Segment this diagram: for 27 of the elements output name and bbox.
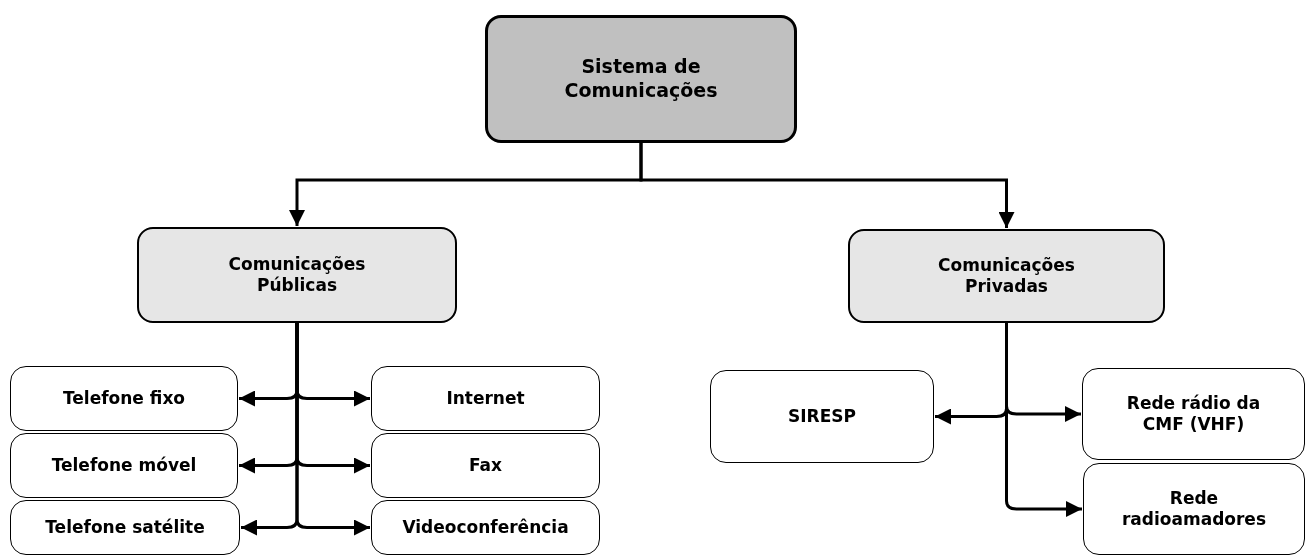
- box-label: Telefone móvel: [51, 454, 197, 477]
- process-box: [137, 227, 457, 323]
- box-label: Rede rádio da CMF (VHF): [1125, 392, 1262, 436]
- arrow: [295, 323, 370, 536]
- box-label: Comunicações Públicas: [227, 253, 367, 297]
- box-label: Fax: [468, 454, 503, 477]
- arrow: [1005, 323, 1082, 517]
- box-label: Comunicações Privadas: [937, 254, 1076, 298]
- process-box: [848, 229, 1165, 323]
- box-label: Internet: [446, 387, 525, 410]
- process-box: [485, 15, 797, 143]
- box-label: Sistema de Comunicações: [563, 55, 719, 103]
- box-label: Telefone fixo: [62, 387, 186, 410]
- box-label: Rede radioamadores: [1120, 487, 1268, 531]
- process-box: [1082, 368, 1305, 460]
- box-label: Videoconferência: [402, 516, 569, 539]
- box-label: Telefone satélite: [45, 516, 205, 539]
- process-box: [371, 433, 600, 498]
- process-box: [710, 370, 934, 463]
- process-box: [371, 500, 600, 555]
- process-box: [371, 366, 600, 431]
- process-box: [10, 366, 238, 431]
- process-box: [1083, 463, 1305, 555]
- process-box: [10, 500, 240, 555]
- arrow: [639, 143, 1015, 228]
- process-box: [10, 433, 238, 498]
- box-label: SIRESP: [788, 405, 856, 428]
